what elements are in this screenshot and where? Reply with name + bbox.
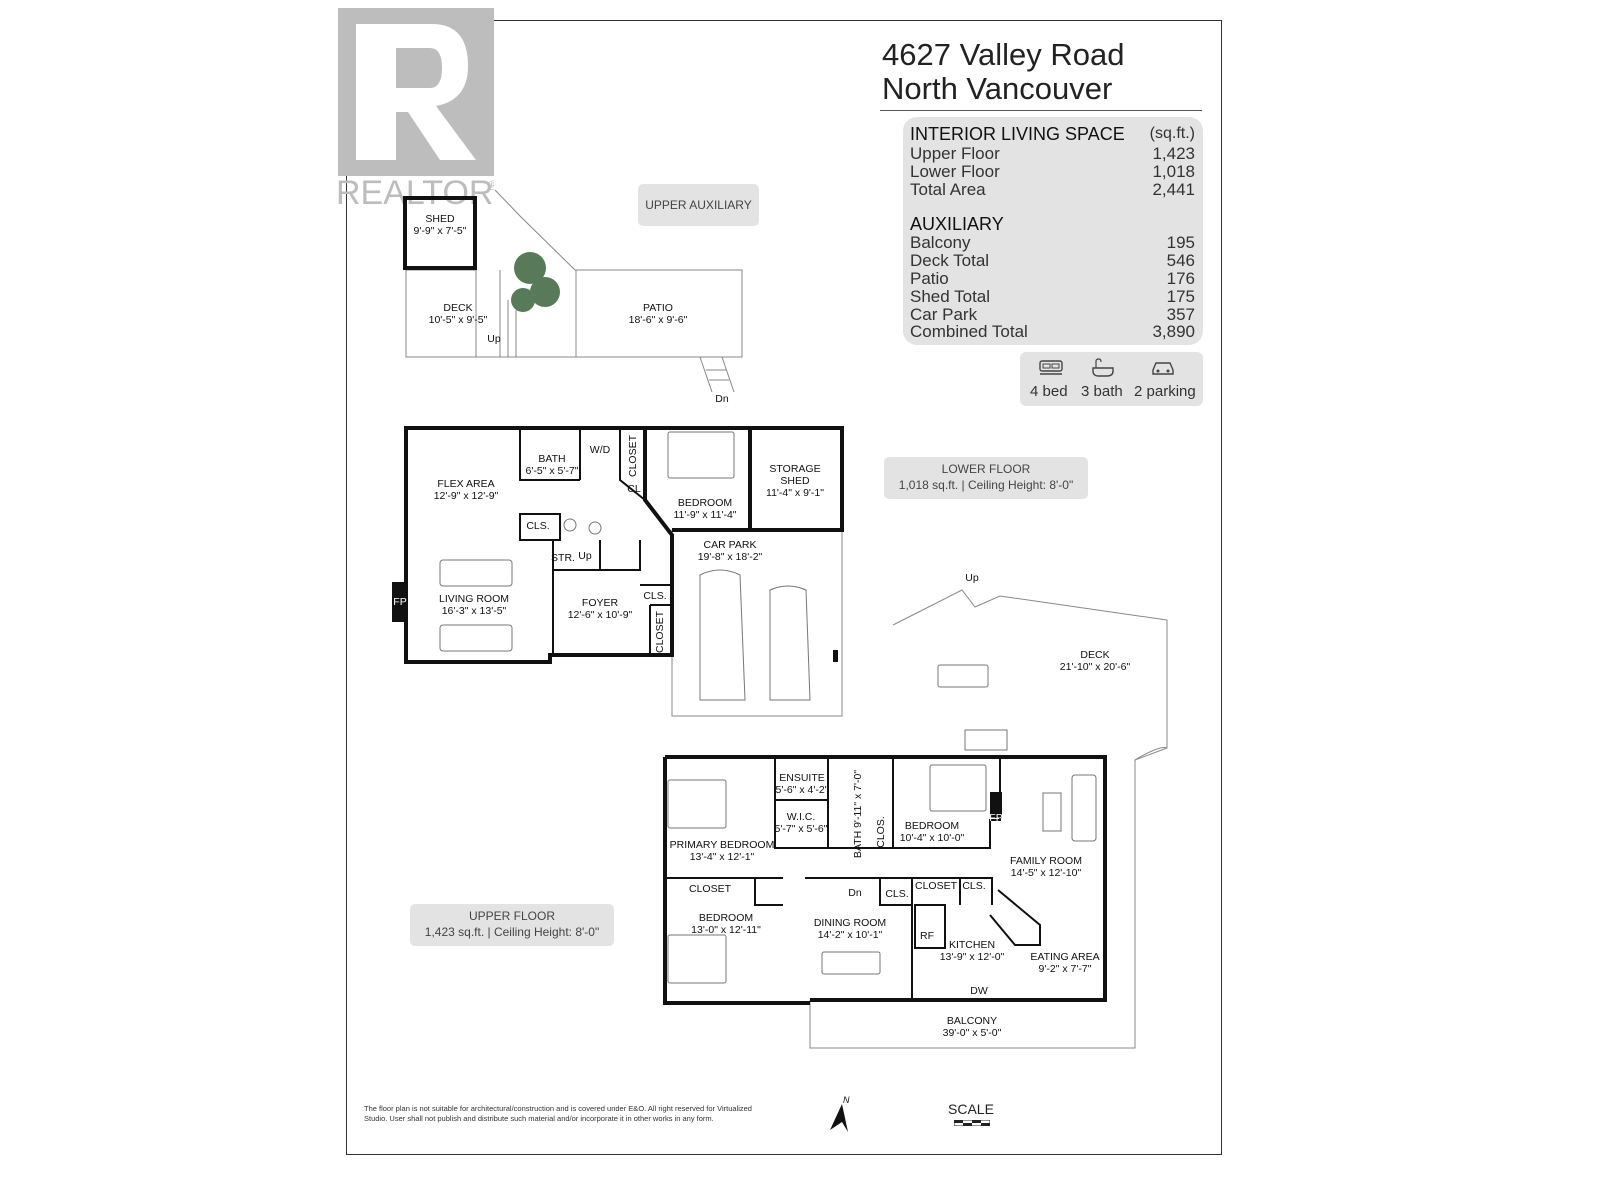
interior-heading: INTERIOR LIVING SPACE [910, 124, 1125, 144]
upper-auxiliary-label: UPPER AUXILIARY [638, 184, 759, 226]
stairs-up-deck: Up [965, 572, 979, 584]
address-line-2: North Vancouver [882, 71, 1113, 106]
realtor-logo-text: REALTOR [336, 174, 493, 208]
bed-count: 4 bed [1030, 383, 1068, 400]
stairs-up-aux: Up [487, 333, 501, 345]
room-closet-upper-2: CLOSET [914, 880, 958, 892]
stairs-down-aux: Dn [715, 393, 729, 405]
realtor-logo: REALTOR ® [336, 8, 499, 212]
scale-bar [954, 1120, 990, 1126]
room-str: STR. [551, 552, 575, 564]
bed-icon [1039, 360, 1063, 375]
north-arrow-icon: N [822, 1094, 856, 1141]
svg-text:N: N [843, 1095, 850, 1105]
room-closet-upper: CLOSET [688, 883, 732, 895]
area-summary-panel: INTERIOR LIVING SPACE (sq.ft.) Upper Flo… [903, 117, 1203, 345]
fireplace-upper: FP [989, 812, 1003, 824]
room-wic: W.I.C.5'-7" x 5'-6" [774, 811, 828, 835]
room-cls-lower-1: CLS. [526, 520, 550, 532]
parking-count: 2 parking [1134, 383, 1196, 400]
room-closet-lower-2: CLOSET [654, 610, 666, 654]
property-address: 4627 Valley Road North Vancouver [882, 38, 1124, 106]
room-closet-lower: CLOSET [627, 434, 639, 478]
stairs-down-upper: Dn [848, 887, 862, 899]
bath-count: 3 bath [1081, 383, 1123, 400]
disclaimer-text: The floor plan is not suitable for archi… [364, 1104, 752, 1123]
appliance-dw: DW [970, 985, 988, 997]
address-divider [880, 110, 1202, 111]
appliance-rf: RF [920, 930, 934, 942]
car-icon [1152, 362, 1174, 375]
property-stats: 4 bed 3 bath 2 parking [1020, 352, 1203, 406]
stairs-up-lower: Up [578, 550, 592, 562]
room-cls-upper-1: CLS. [885, 888, 909, 900]
room-cls-lower-2: CLS. [643, 590, 667, 602]
room-clos: CLOS. [875, 816, 887, 848]
bathtub-icon [1092, 358, 1114, 377]
floorplan-sheet [346, 20, 1222, 1155]
room-wd: W/D [589, 444, 611, 456]
svg-text:®: ® [488, 177, 494, 193]
room-cls-upper-2: CLS. [962, 880, 986, 892]
fireplace-lower: FP [393, 596, 407, 608]
scale-label: SCALE [948, 1101, 994, 1117]
room-bath-upper: BATH 9'-11" x 7'-0" [852, 769, 864, 859]
auxiliary-heading: AUXILIARY [910, 214, 1004, 234]
address-line-1: 4627 Valley Road [882, 37, 1125, 72]
room-cl-lower: CL [627, 483, 641, 495]
area-unit: (sq.ft.) [1149, 125, 1195, 142]
